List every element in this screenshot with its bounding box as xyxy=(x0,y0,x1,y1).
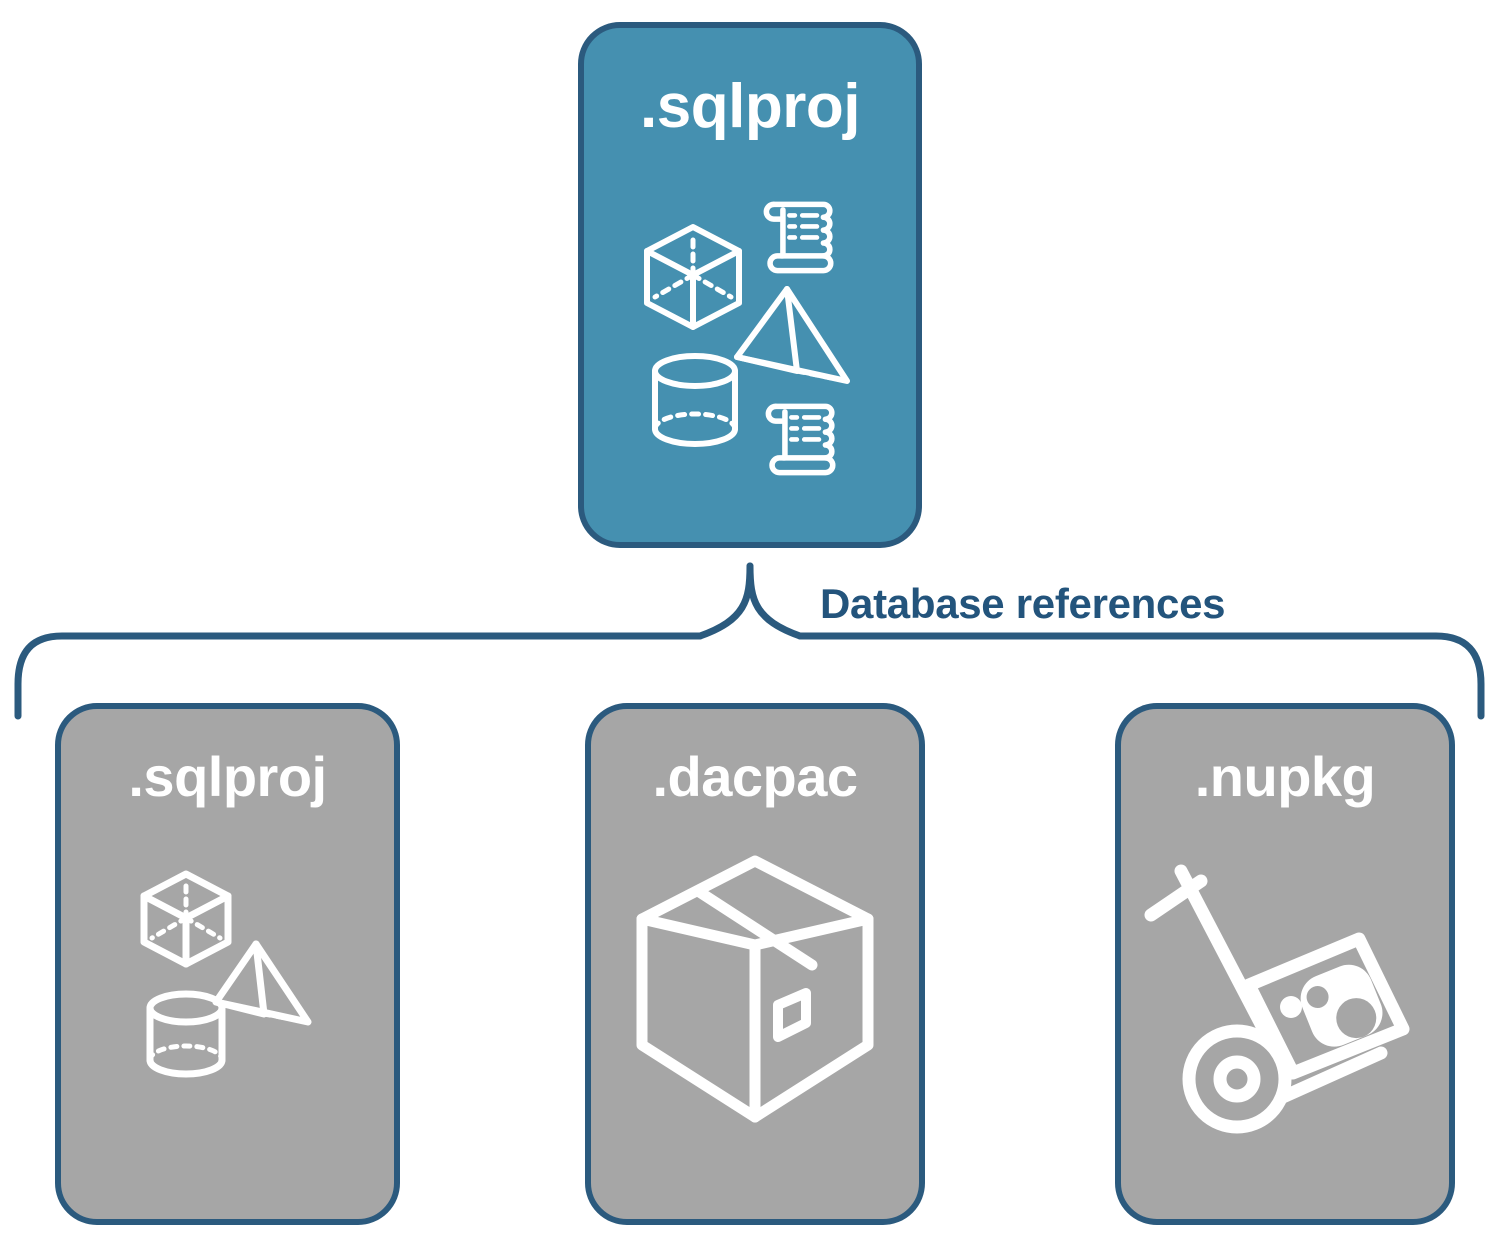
hand-truck-package-icon xyxy=(1144,864,1410,1134)
reference-node-sqlproj[interactable]: .sqlproj xyxy=(55,703,400,1225)
root-node-artwork xyxy=(584,138,916,542)
cylinder-wireframe-icon xyxy=(652,353,738,447)
reference-node-artwork-dacpac xyxy=(591,805,919,1219)
connector-label: Database references xyxy=(812,578,1236,632)
pyramid-wireframe-icon xyxy=(212,940,311,1026)
scroll-script-icon xyxy=(763,201,834,274)
reference-node-artwork-nupkg xyxy=(1121,805,1449,1219)
reference-node-label-sqlproj: .sqlproj xyxy=(128,745,327,808)
pyramid-wireframe-icon xyxy=(734,286,850,384)
cube-wireframe-icon xyxy=(644,224,742,330)
reference-node-artwork-sqlproj xyxy=(61,805,394,1219)
reference-node-nupkg[interactable]: .nupkg xyxy=(1115,703,1455,1225)
reference-node-dacpac[interactable]: .dacpac xyxy=(585,703,925,1225)
cardboard-box-icon xyxy=(636,855,874,1123)
root-node-label: .sqlproj xyxy=(640,72,860,141)
scroll-script-icon xyxy=(765,403,836,476)
root-node-sqlproj[interactable]: .sqlproj xyxy=(578,22,922,548)
reference-node-label-dacpac: .dacpac xyxy=(652,745,858,808)
cylinder-wireframe-icon xyxy=(146,990,225,1078)
reference-node-label-nupkg: .nupkg xyxy=(1194,745,1376,808)
cube-wireframe-icon xyxy=(140,870,231,968)
